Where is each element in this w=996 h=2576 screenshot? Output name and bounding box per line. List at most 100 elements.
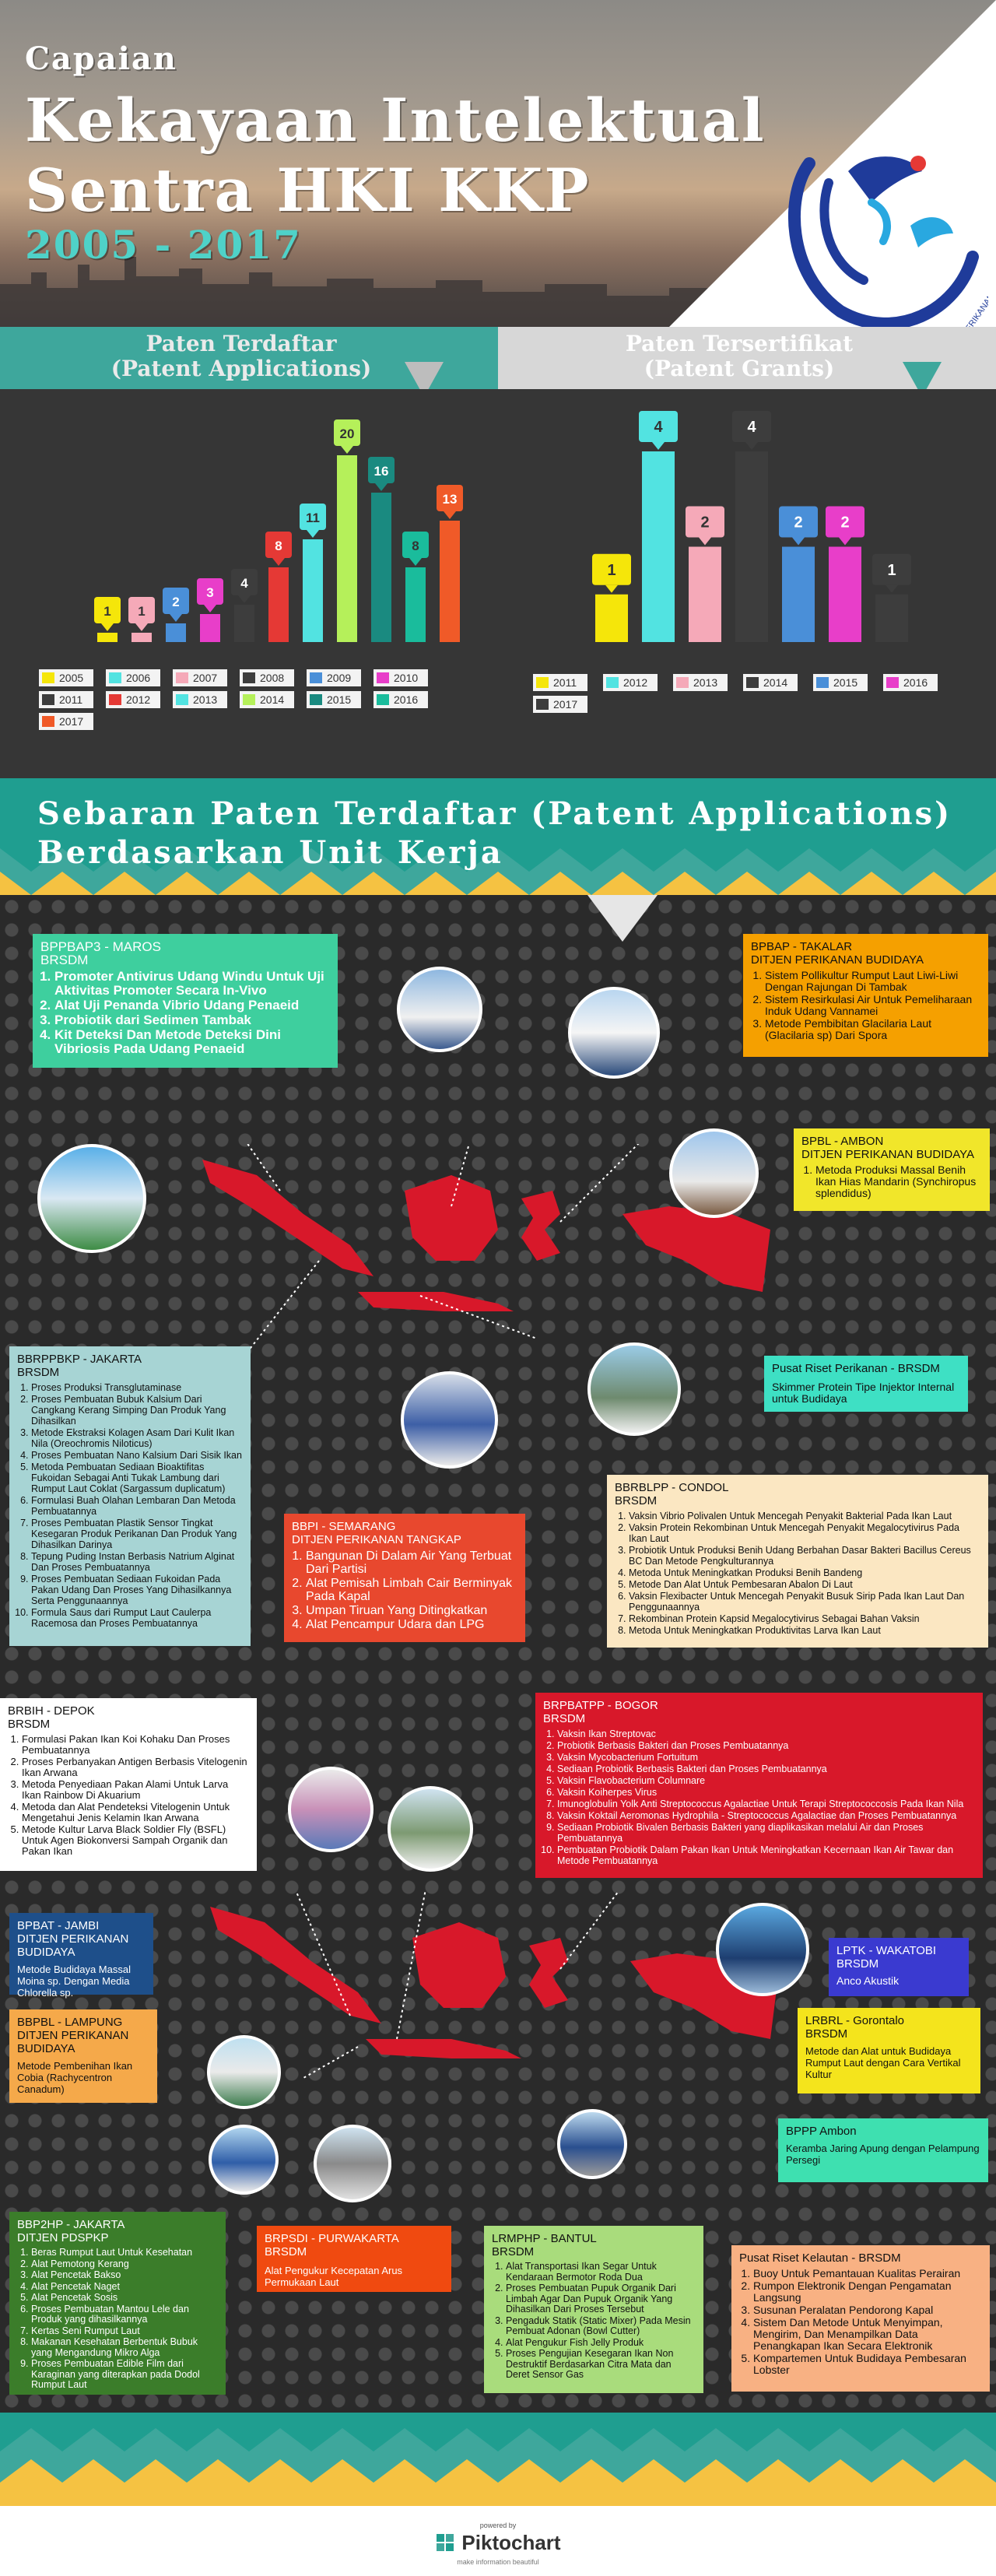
piktochart-brand[interactable]: Piktochart — [461, 2531, 561, 2554]
list-item: Alat Pemisah Limbah Cair Berminyak Pada … — [306, 1577, 517, 1603]
indonesia-map-2 — [210, 1891, 778, 2079]
list-item: Metoda dan Alat Pendeteksi Vitelogenin U… — [22, 1802, 249, 1823]
arrow-down-icon — [587, 895, 658, 942]
list-item: Metoda Penyediaan Pakan Alami Untuk Larv… — [22, 1779, 249, 1801]
title-line-3: Sentra HKI KKP — [25, 156, 591, 225]
legend-item: 2009 — [307, 669, 361, 686]
legend-label: 2006 — [126, 672, 150, 684]
legend-label: 2017 — [59, 715, 83, 728]
list-maros: Promoter Antivirus Udang Windu Untuk Uji… — [40, 970, 330, 1056]
data-label: 1 — [103, 604, 110, 619]
legend-label: 2016 — [903, 676, 928, 689]
list-item: Metode Ekstraksi Kolagen Asam Dari Kulit… — [31, 1427, 243, 1449]
right-arrow-down — [903, 362, 942, 397]
title-line-2: Kekayaan Intelektual — [25, 86, 766, 155]
photo-ambon — [669, 1128, 759, 1218]
legend-item: 2016 — [883, 674, 938, 691]
list-item: Umpan Tiruan Yang Ditingkatkan — [306, 1604, 517, 1617]
photo-semarang — [401, 1371, 498, 1469]
legend-item: 2017 — [533, 696, 587, 713]
list-item: Formulasi Buah Olahan Lembaran Dan Metod… — [31, 1495, 243, 1517]
list-item: Metode Kultur Larva Black Soldier Fly (B… — [22, 1824, 249, 1857]
list-item: Alat Pencetak Bakso — [31, 2269, 218, 2281]
list-item: Metode Dan Alat Untuk Pembesaran Abalon … — [629, 1579, 980, 1590]
data-label: 2 — [700, 514, 709, 532]
value-pin — [300, 504, 326, 538]
legend-item: 2012 — [106, 691, 160, 708]
card-bppambon: BPPP Ambon Kerambа Jaring Apung dengan P… — [778, 2118, 988, 2182]
footer-brand: powered by Piktochart make information b… — [0, 2506, 996, 2576]
data-label: 1 — [138, 604, 145, 619]
card-jambi: BPBAT - JAMBI DITJEN PERIKANAN BUDIDAYA … — [9, 1913, 153, 1999]
bar — [166, 623, 186, 642]
map-area: BPPBAP3 - MAROS BRSDM Promoter Antivirus… — [0, 895, 996, 2413]
data-label: 20 — [340, 426, 355, 441]
bar — [689, 546, 721, 642]
list-item: Probiotik dari Sedimen Tambak — [54, 1013, 330, 1027]
card-wakatobi: LPTK - WAKATOBI BRSDM Anco Akustik — [829, 1938, 969, 1996]
data-label: 4 — [654, 419, 663, 436]
card-bogor: BRPBATPP - BOGOR BRSDM Vaksin Ikan Strep… — [535, 1693, 983, 1878]
list-prk: Buoy Untuk Pemantauan Kualitas PerairanR… — [739, 2268, 982, 2376]
card-bantul: LRMPHP - BANTUL BRSDM Alat Transportasi … — [484, 2226, 703, 2393]
list-item: Formula Saus dari Rumput Laut Caulerpa R… — [31, 1607, 243, 1629]
title-line-1: Capaian — [25, 40, 177, 77]
list-item: Bangunan Di Dalam Air Yang Terbuat Dari … — [306, 1549, 517, 1576]
list-bbp2hp: Beras Rumput Laut Untuk KesehatanAlat Pe… — [17, 2247, 218, 2391]
list-condol: Vaksin Vibrio Polivalen Untuk Mencegah P… — [615, 1511, 980, 1636]
legend-item: 2012 — [603, 674, 658, 691]
value-pin — [686, 506, 724, 546]
photo-bantul — [557, 2109, 627, 2179]
list-item: Probiotik Berbasis Bakteri dan Proses Pe… — [557, 1740, 975, 1751]
bar — [405, 567, 426, 642]
bar — [200, 614, 220, 642]
chart-title-band: Paten Terdaftar (Patent Applications) Pa… — [0, 327, 996, 397]
legend-item: 2013 — [173, 691, 227, 708]
list-item: Proses Pembuatan Sediaan Fukoidan Pada P… — [31, 1574, 243, 1606]
bar — [782, 546, 815, 642]
legend-item: 2011 — [39, 691, 93, 708]
hero-banner: Capaian Kekayaan Intelektual Sentra HKI … — [0, 0, 996, 327]
bar — [234, 605, 254, 642]
list-ambon: Metoda Produksi Massal Benih Ikan Hias M… — [801, 1164, 982, 1199]
list-item: Vaksin Flexibacter Untuk Mencegah Penyak… — [629, 1591, 980, 1613]
list-item: Proses Perbanyakan Antigen Berbasis Vite… — [22, 1757, 249, 1778]
legend-label: 2015 — [327, 693, 351, 706]
legend-label: 2012 — [126, 693, 150, 706]
list-item: Proses Pembuatan Bubuk Kalsium Dari Cang… — [31, 1394, 243, 1427]
list-item: Metode Pembibitan Glacilaria Laut (Glaci… — [765, 1018, 980, 1041]
legend-label: 2014 — [260, 693, 284, 706]
photo-depok — [288, 1767, 374, 1852]
value-pin — [402, 532, 429, 566]
bar — [735, 451, 768, 642]
value-pin — [368, 457, 395, 491]
legend-label: 2007 — [193, 672, 217, 684]
legend-label: 2016 — [394, 693, 418, 706]
card-prk: Pusat Riset Kelautan - BRSDM Buoy Untuk … — [731, 2245, 990, 2392]
photo-wakatobi — [716, 1903, 809, 1996]
indonesia-map-1 — [202, 1144, 770, 1354]
photo-bogor — [388, 1786, 473, 1872]
card-lampung: BBPBL - LAMPUNG DITJEN PERIKANAN BUDIDAY… — [9, 2009, 157, 2103]
legend-item: 2014 — [240, 691, 294, 708]
legend-item: 2010 — [374, 669, 428, 686]
list-item: Susunan Peralatan Pendorong Kapal — [753, 2304, 982, 2316]
grants-title: Paten Tersertifikat (Patent Grants) — [625, 331, 854, 381]
list-item: Proses Pembuatan Pupuk Organik Dari Limb… — [506, 2283, 696, 2315]
legend-label: 2010 — [394, 672, 418, 684]
list-item: Vaksin Koiherpes Virus — [557, 1787, 975, 1798]
list-item: Rekombinan Protein Kapsid Megalocytiviru… — [629, 1613, 980, 1624]
value-pin — [128, 597, 155, 631]
data-label: 8 — [412, 539, 419, 553]
list-item: Proses Pembuatan Plastik Sensor Tingkat … — [31, 1518, 243, 1550]
list-item: Alat Pemotong Kerang — [31, 2258, 218, 2270]
data-label: 13 — [443, 492, 458, 507]
bar — [303, 539, 323, 642]
card-takalar: BPBAP - TAKALAR DITJEN PERIKANAN BUDIDAY… — [743, 934, 988, 1057]
list-item: Proses Produksi Transglutaminase — [31, 1382, 243, 1393]
value-pin — [826, 506, 864, 546]
legend-item: 2017 — [39, 713, 93, 730]
data-label: 1 — [607, 562, 615, 579]
left-arrow-down — [405, 362, 444, 397]
